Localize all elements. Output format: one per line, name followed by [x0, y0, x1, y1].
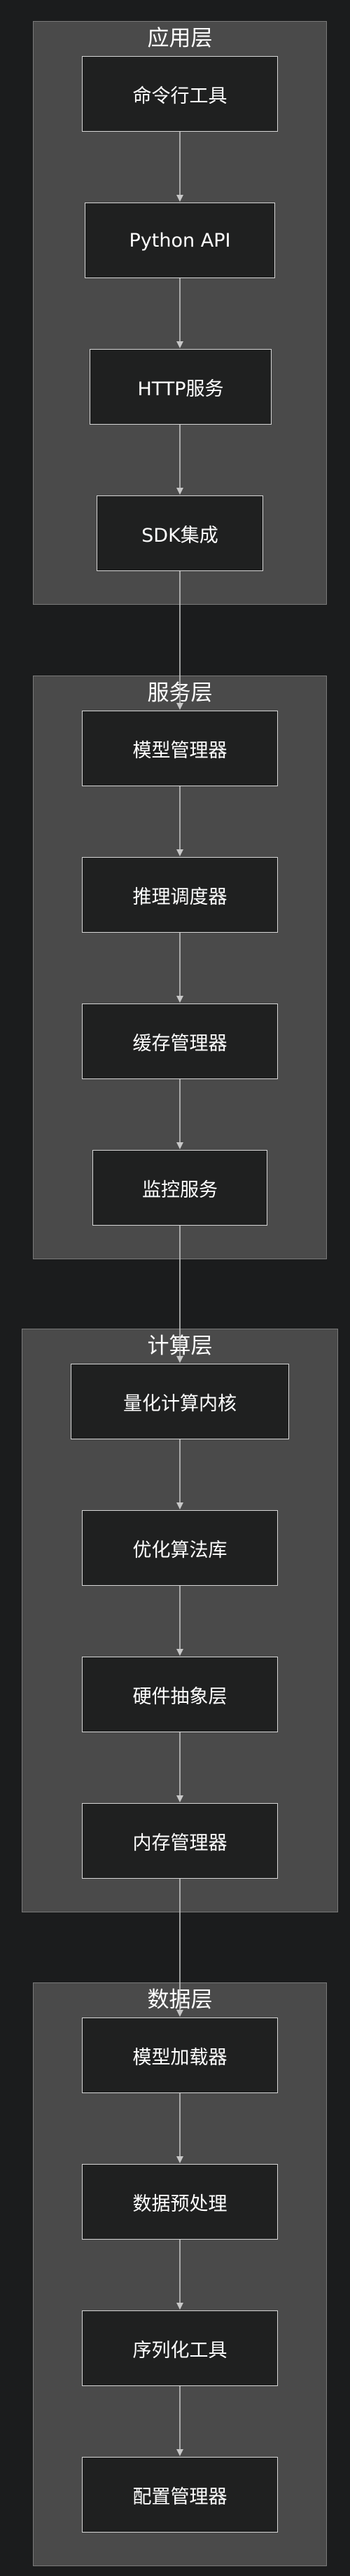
- node-memory-manager: 内存管理器: [82, 1803, 278, 1879]
- node-serialization-tool: 序列化工具: [82, 2310, 278, 2386]
- node-hardware-abstraction: 硬件抽象层: [82, 1657, 278, 1732]
- node-monitoring-service: 监控服务: [92, 1150, 267, 1226]
- node-config-manager: 配置管理器: [82, 2457, 278, 2533]
- node-inference-scheduler: 推理调度器: [82, 857, 278, 933]
- node-optimization-lib: 优化算法库: [82, 1510, 278, 1586]
- node-data-preprocess: 数据预处理: [82, 2164, 278, 2240]
- layer-title: 应用层: [147, 26, 213, 51]
- node-cli-tool: 命令行工具: [82, 56, 278, 132]
- node-quant-kernel: 量化计算内核: [71, 1364, 289, 1439]
- node-http-service: HTTP服务: [90, 349, 272, 425]
- node-cache-manager: 缓存管理器: [82, 1003, 278, 1079]
- node-sdk-integration: SDK集成: [97, 495, 263, 571]
- node-model-manager: 模型管理器: [82, 711, 278, 786]
- node-model-loader: 模型加载器: [82, 2017, 278, 2093]
- node-python-api: Python API: [85, 203, 275, 278]
